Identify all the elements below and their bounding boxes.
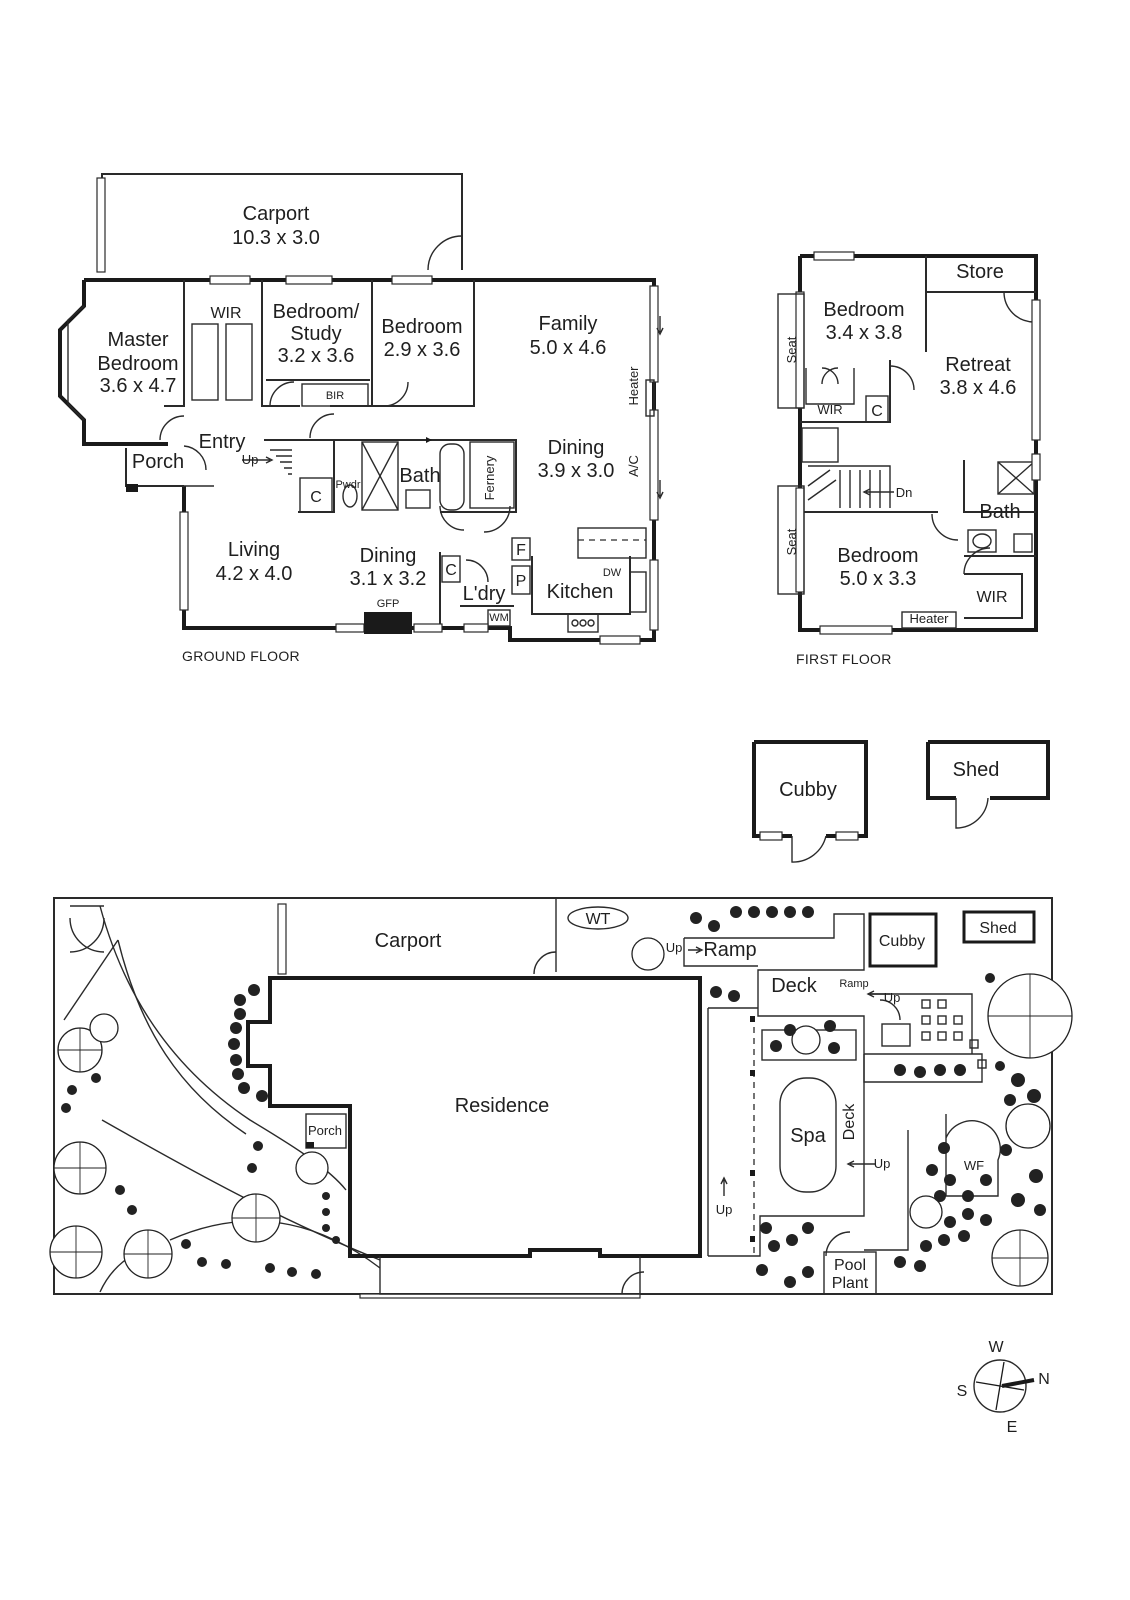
gf-cupboard-label: C	[310, 489, 322, 506]
first-floor-plan: Store Bedroom 3.4 x 3.8 Retreat 3.8 x 4.…	[777, 251, 1041, 667]
ff-retreat-name: Retreat	[945, 354, 1011, 376]
gf-living-dims: 4.2 x 4.0	[216, 563, 293, 585]
site-wt-label: WT	[586, 911, 611, 928]
gf-entry-label: Entry	[199, 431, 246, 453]
outbuildings: Cubby Shed	[752, 740, 1050, 863]
site-plan: Carport WT Up Ramp Cubby Shed Deck Ramp …	[49, 897, 1073, 1299]
ff-bedroom2-name: Bedroom	[837, 545, 918, 567]
ff-bedroom-dims: 3.4 x 3.8	[826, 322, 903, 344]
gf-bir-label: BIR	[326, 390, 344, 402]
gf-dining2-name: Dining	[360, 545, 417, 567]
site-cubby-label: Cubby	[879, 933, 925, 950]
gf-up-label: Up	[242, 452, 259, 467]
gf-carport-dims: 10.3 x 3.0	[232, 227, 320, 249]
gf-bedroom-dims: 2.9 x 3.6	[384, 339, 461, 361]
gf-porch-label: Porch	[132, 451, 184, 473]
gf-carport-name: Carport	[243, 203, 310, 225]
gf-ac-label: A/C	[626, 455, 641, 477]
gf-wm-label: WM	[489, 612, 509, 624]
gf-bath-label: Bath	[399, 465, 440, 487]
ground-floor-caption: GROUND FLOOR	[182, 648, 300, 664]
gf-c2-label: C	[445, 562, 457, 579]
gf-gfp-label: GFP	[377, 598, 400, 610]
site-plant-label: Plant	[832, 1275, 869, 1292]
gf-living-name: Living	[228, 539, 280, 561]
gf-dining-name: Dining	[548, 437, 605, 459]
gf-family-dims: 5.0 x 4.6	[530, 337, 607, 359]
ff-heater-label: Heater	[909, 611, 949, 626]
ff-store-label: Store	[956, 261, 1004, 283]
gf-study-name: Bedroom/	[273, 301, 360, 323]
compass-e: E	[1007, 1419, 1018, 1436]
gf-wir-label: WIR	[210, 305, 241, 322]
site-shed-label: Shed	[979, 920, 1016, 937]
ff-bedroom2-dims: 5.0 x 3.3	[840, 568, 917, 590]
ff-bath-label: Bath	[979, 501, 1020, 523]
gf-dw-label: DW	[603, 567, 622, 579]
gf-master-dims: 3.6 x 4.7	[100, 375, 177, 397]
first-floor-caption: FIRST FLOOR	[796, 651, 892, 667]
ff-wir2-label: WIR	[976, 589, 1007, 606]
ff-seat1-label: Seat	[784, 336, 799, 363]
gf-pwdr-label: Pwdr	[335, 479, 360, 491]
gf-study-name2: Study	[290, 323, 341, 345]
gf-study-dims: 3.2 x 3.6	[278, 345, 355, 367]
site-ramp-label: Ramp	[703, 939, 756, 961]
site-pool-label: Pool	[834, 1257, 866, 1274]
site-residence-label: Residence	[455, 1095, 550, 1117]
compass-w: W	[988, 1339, 1004, 1356]
site-spa-label: Spa	[790, 1125, 826, 1147]
site-up-small-label: Up	[884, 990, 901, 1005]
site-deck-label: Deck	[771, 975, 818, 997]
gf-f-label: F	[516, 542, 526, 559]
site-up-spa-label: Up	[874, 1156, 891, 1171]
gf-laundry-label: L'dry	[463, 583, 506, 605]
gf-family-name: Family	[539, 313, 598, 335]
gf-fernery-label: Fernery	[482, 455, 497, 500]
site-wf-label: WF	[964, 1158, 984, 1173]
ff-dn-label: Dn	[896, 485, 913, 500]
ff-seat2-label: Seat	[784, 528, 799, 555]
ground-floor-plan: Carport 10.3 x 3.0 Master Bedroom 3.6 x …	[58, 173, 664, 664]
compass-n: N	[1038, 1371, 1050, 1388]
compass-icon: W N S E	[957, 1339, 1050, 1436]
site-ramp-small-label: Ramp	[839, 978, 868, 990]
gf-dining-dims: 3.9 x 3.0	[538, 460, 615, 482]
gf-master-name2: Bedroom	[97, 353, 178, 375]
gf-dining2-dims: 3.1 x 3.2	[350, 568, 427, 590]
ff-bedroom-name: Bedroom	[823, 299, 904, 321]
gf-heater-label: Heater	[626, 366, 641, 406]
cubby-label: Cubby	[779, 779, 837, 801]
ff-wir1-label: WIR	[817, 402, 842, 417]
shed-label: Shed	[953, 759, 1000, 781]
gf-master-name: Master	[107, 329, 168, 351]
ff-retreat-dims: 3.8 x 4.6	[940, 377, 1017, 399]
gf-bedroom-name: Bedroom	[381, 316, 462, 338]
site-up-ramp-label: Up	[666, 940, 683, 955]
gf-kitchen-label: Kitchen	[547, 581, 614, 603]
gf-p-label: P	[516, 573, 527, 590]
compass-s: S	[957, 1383, 968, 1400]
site-up-left-label: Up	[716, 1202, 733, 1217]
site-carport-label: Carport	[375, 930, 442, 952]
site-deck-side-label: Deck	[841, 1103, 858, 1140]
site-porch-label: Porch	[308, 1123, 342, 1138]
ff-c-label: C	[871, 403, 883, 420]
